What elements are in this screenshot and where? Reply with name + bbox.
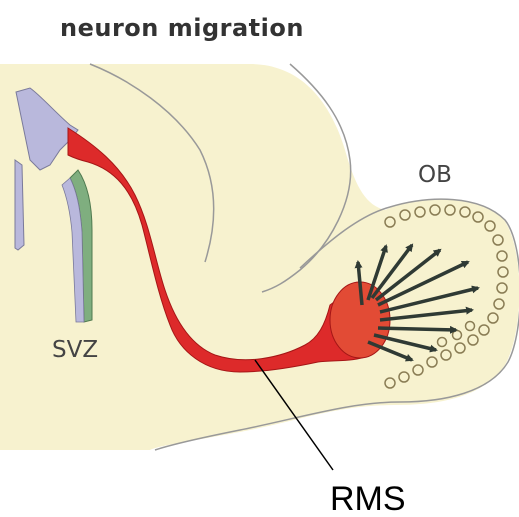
diagram-title: neuron migration [60,14,304,42]
ventricle-lower [15,160,24,250]
ob-label: OB [418,162,452,188]
svz-label: SVZ [52,337,98,363]
rms-label: RMS [330,480,406,517]
